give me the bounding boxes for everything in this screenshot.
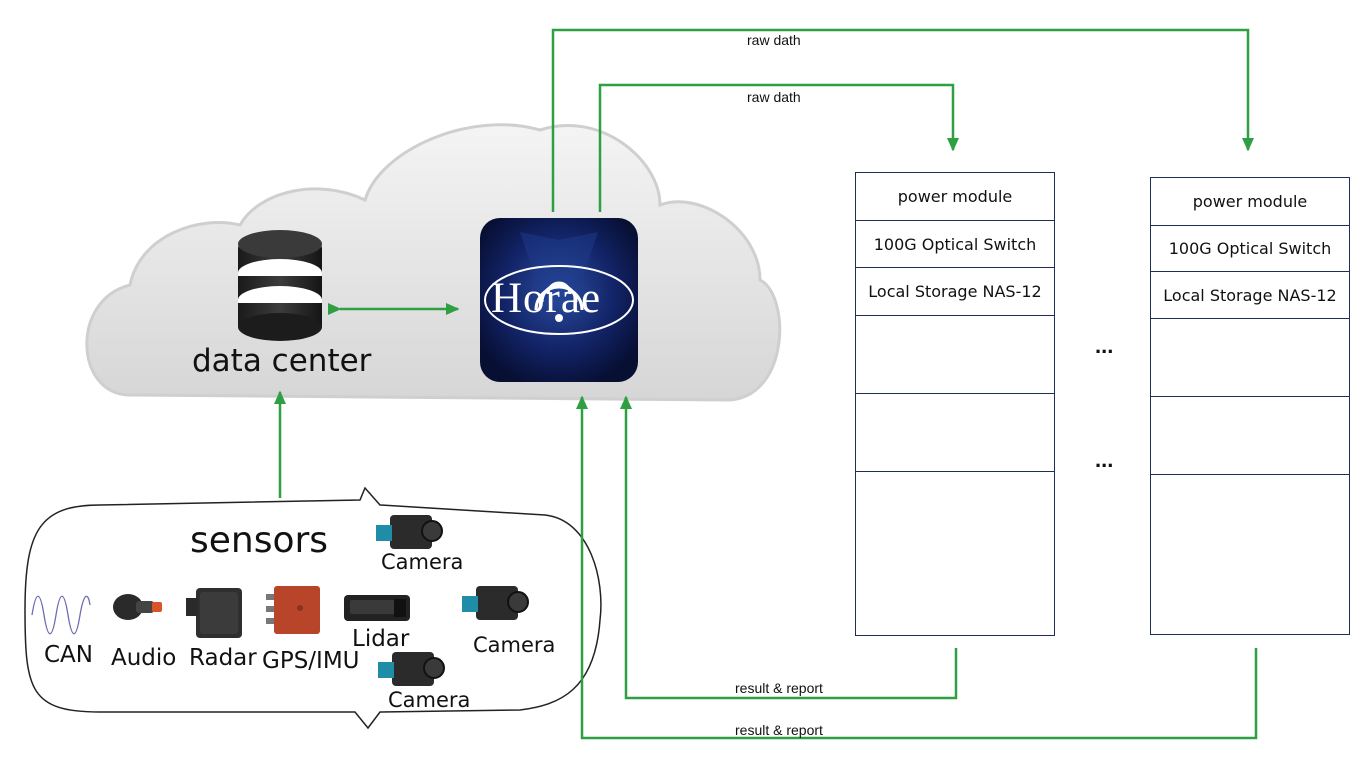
radar-icon bbox=[186, 588, 242, 638]
can-signal-icon bbox=[31, 595, 91, 635]
camera-icon bbox=[378, 652, 445, 686]
data-center-label: data center bbox=[192, 343, 372, 379]
rack-2-server-slot bbox=[1151, 319, 1349, 397]
camera-icon bbox=[462, 586, 529, 620]
microphone-icon bbox=[113, 594, 162, 620]
lidar-icon bbox=[344, 595, 410, 621]
rack-2-module-power: power module bbox=[1151, 178, 1349, 226]
ellipsis-1: ... bbox=[1095, 333, 1114, 358]
horae-logo-text: Horae bbox=[491, 275, 602, 322]
flow-lines bbox=[274, 28, 1258, 740]
gps-imu-icon bbox=[266, 586, 320, 634]
rack-1-module-power: power module bbox=[856, 173, 1054, 221]
raw-data-inner-label: raw dath bbox=[747, 89, 801, 105]
result-inner-line bbox=[620, 395, 958, 700]
rack-1-server-slot bbox=[856, 316, 1054, 394]
rack-2-server-slot bbox=[1151, 397, 1349, 475]
database-icon bbox=[238, 230, 322, 341]
sensor-label-lidar: Lidar bbox=[352, 626, 410, 652]
sensors-title: sensors bbox=[190, 520, 329, 561]
ellipsis-2: ... bbox=[1095, 447, 1114, 472]
signal-icon bbox=[534, 281, 584, 322]
result-outer-label: result & report bbox=[735, 722, 823, 738]
raw-data-outer-label: raw dath bbox=[747, 32, 801, 48]
rack-1-server-slot bbox=[856, 394, 1054, 472]
rack-1: power module 100G Optical Switch Local S… bbox=[855, 172, 1055, 636]
rack-2-module-switch: 100G Optical Switch bbox=[1151, 226, 1349, 272]
rack-1-server-slot bbox=[856, 472, 1054, 550]
result-inner-label: result & report bbox=[735, 680, 823, 696]
raw-data-outer-line bbox=[551, 28, 1254, 212]
horae-logo bbox=[480, 218, 638, 382]
sensor-label-gps-imu: GPS/IMU bbox=[262, 648, 360, 674]
result-outer-line bbox=[576, 395, 1258, 740]
sensor-label-camera-right: Camera bbox=[473, 633, 556, 657]
sensor-label-can: CAN bbox=[44, 642, 93, 668]
rack-1-module-storage: Local Storage NAS-12 bbox=[856, 268, 1054, 316]
sensor-label-camera-top: Camera bbox=[381, 550, 464, 574]
rack-2-server-slot bbox=[1151, 475, 1349, 553]
cloud bbox=[85, 123, 782, 402]
rack-1-module-switch: 100G Optical Switch bbox=[856, 221, 1054, 268]
rack-2-module-storage: Local Storage NAS-12 bbox=[1151, 272, 1349, 319]
sensor-label-audio: Audio bbox=[111, 645, 177, 671]
sensor-label-camera-bottom: Camera bbox=[388, 688, 471, 712]
raw-data-inner-line bbox=[598, 83, 959, 212]
camera-icon bbox=[376, 515, 443, 549]
rack-2: power module 100G Optical Switch Local S… bbox=[1150, 177, 1350, 635]
sensor-label-radar: Radar bbox=[189, 645, 257, 671]
